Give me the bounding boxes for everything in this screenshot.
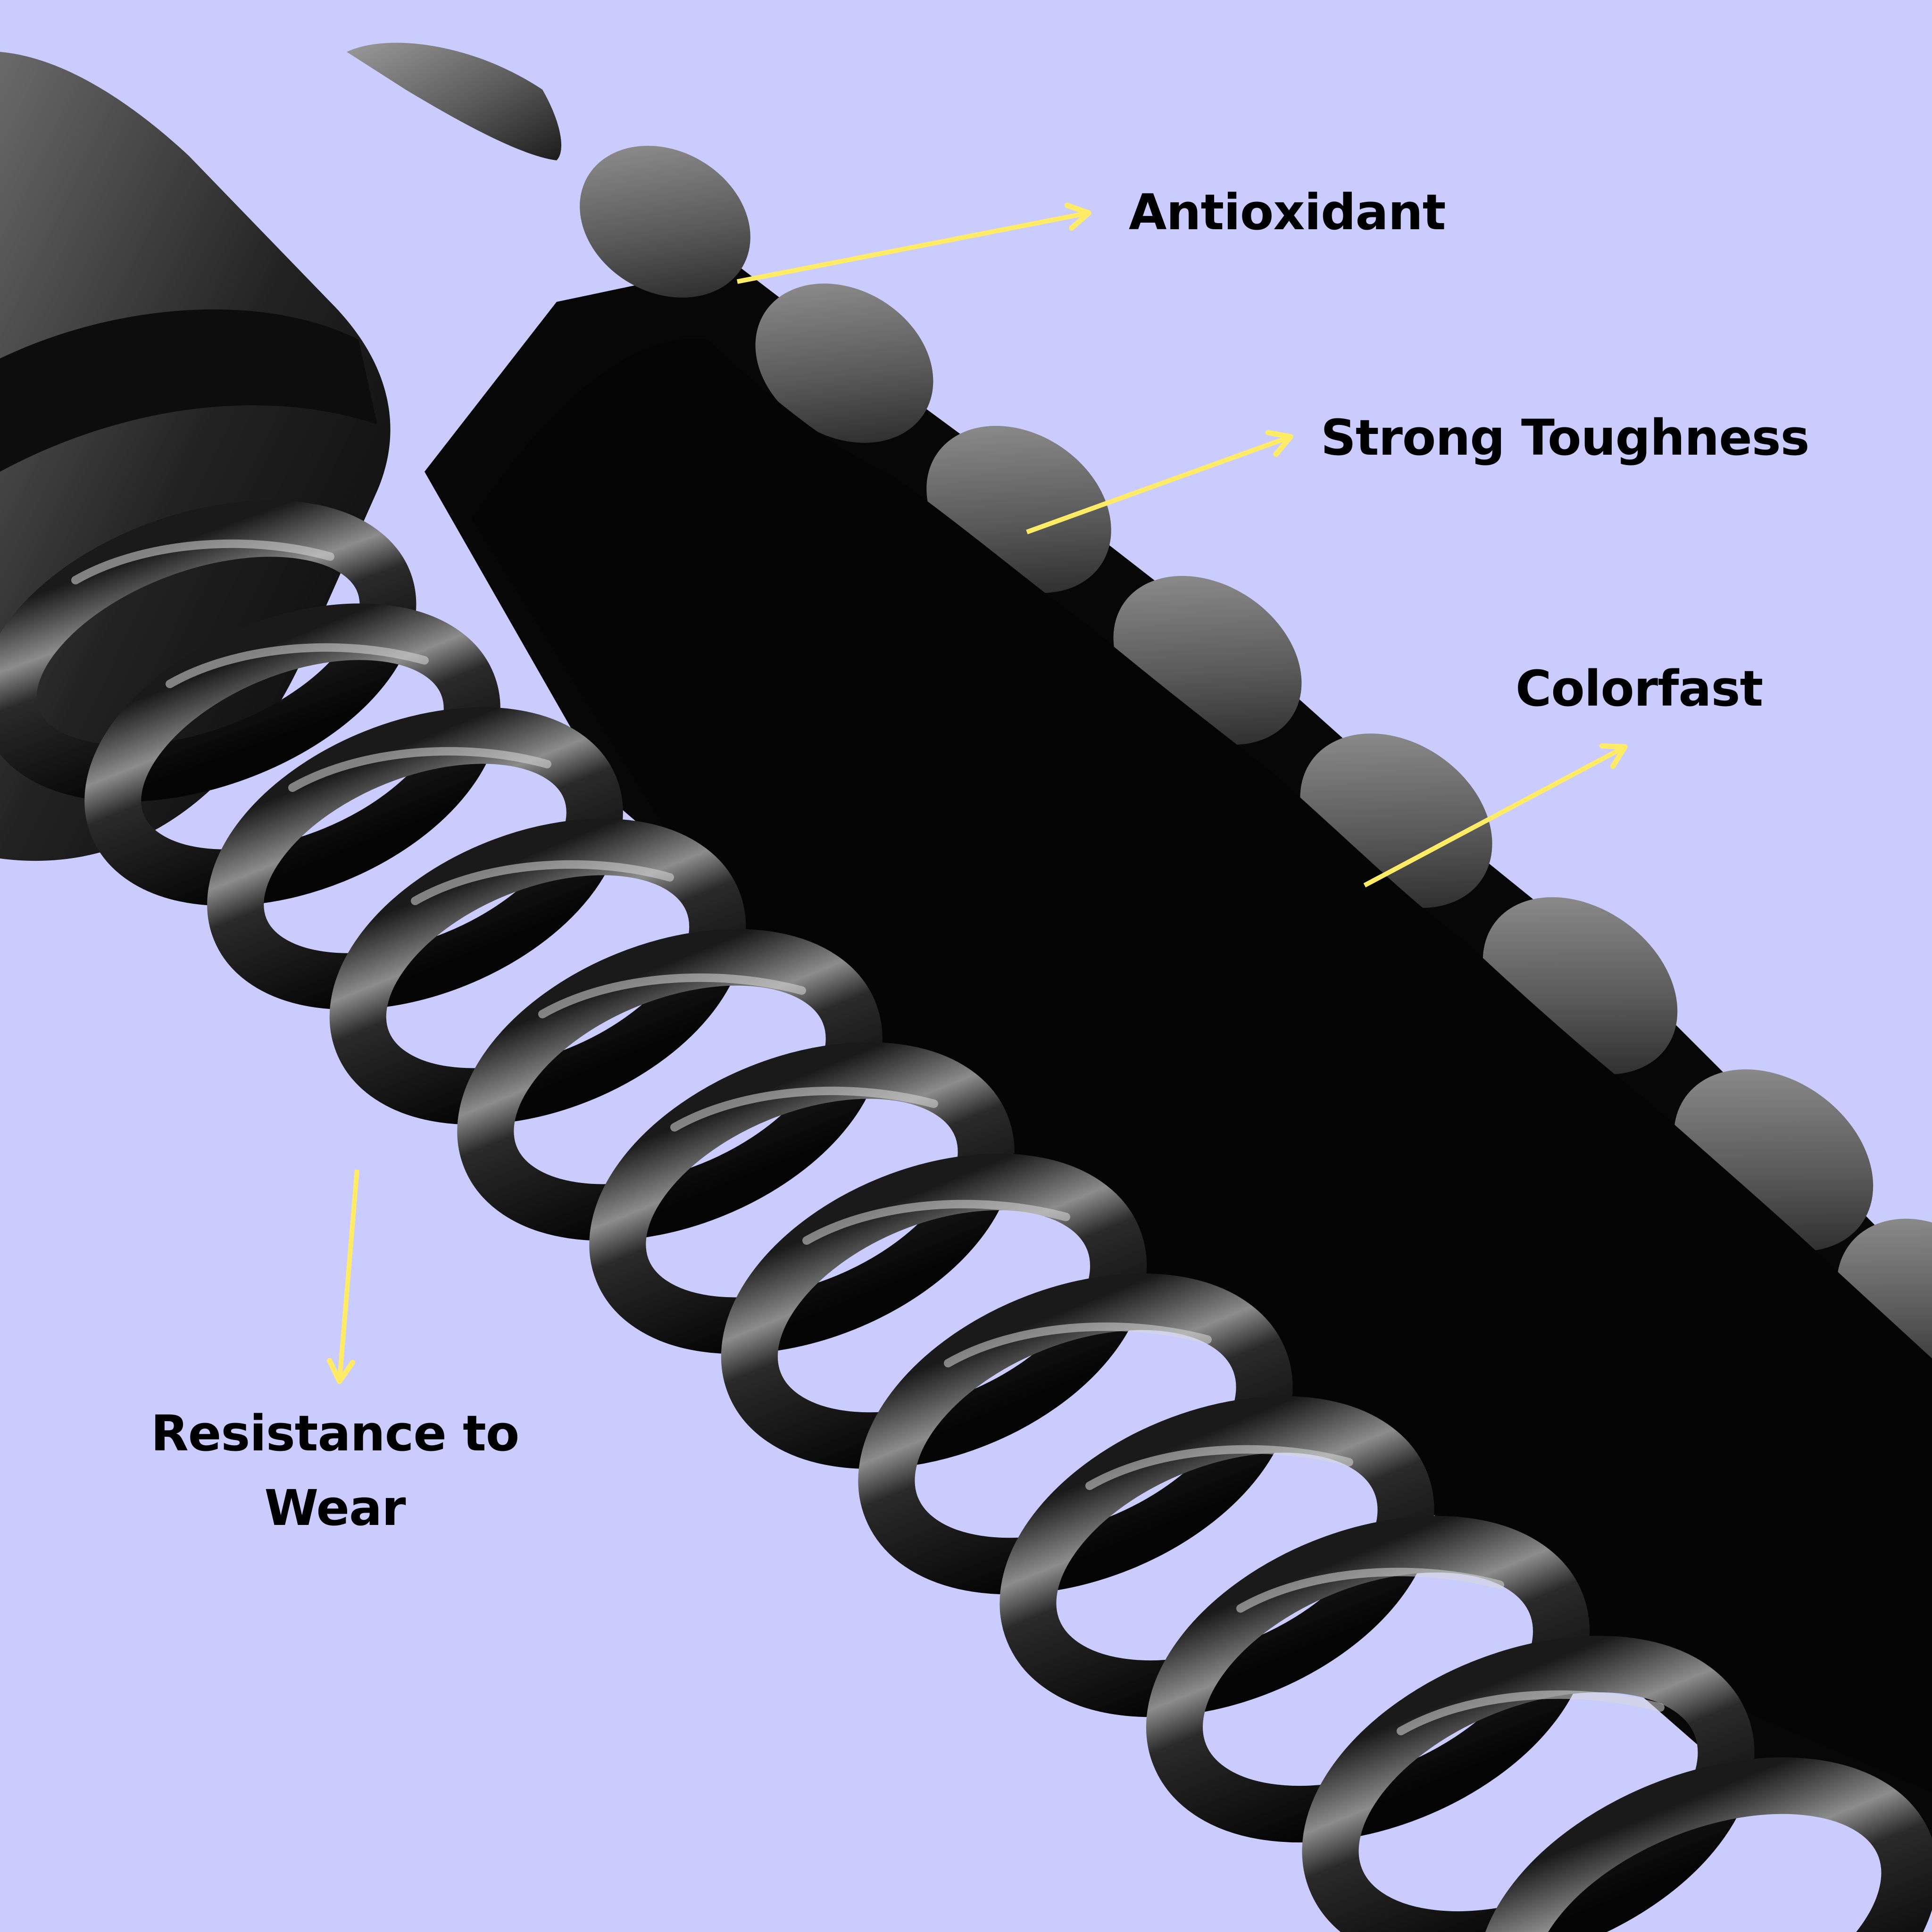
arrow-resistance-to-wear (327, 1169, 359, 1384)
label-antioxidant: Antioxidant (1129, 183, 1446, 241)
label-strong-toughness: Strong Toughness (1321, 409, 1810, 466)
callout-arrows (327, 202, 1628, 1384)
ridge-tab (347, 42, 561, 160)
hose-channel-body (347, 42, 1932, 1840)
label-resistance-to-wear: Resistance to Wear (137, 1396, 533, 1545)
arrow-colorfast (1363, 743, 1628, 888)
label-resistance-line-1: Resistance to (150, 1405, 520, 1462)
label-resistance-line-2: Wear (264, 1479, 406, 1537)
arrow-strong-toughness (1026, 430, 1293, 534)
label-colorfast: Colorfast (1516, 660, 1763, 717)
arrow-antioxidant (737, 202, 1092, 284)
spring-coils (0, 500, 1932, 1932)
